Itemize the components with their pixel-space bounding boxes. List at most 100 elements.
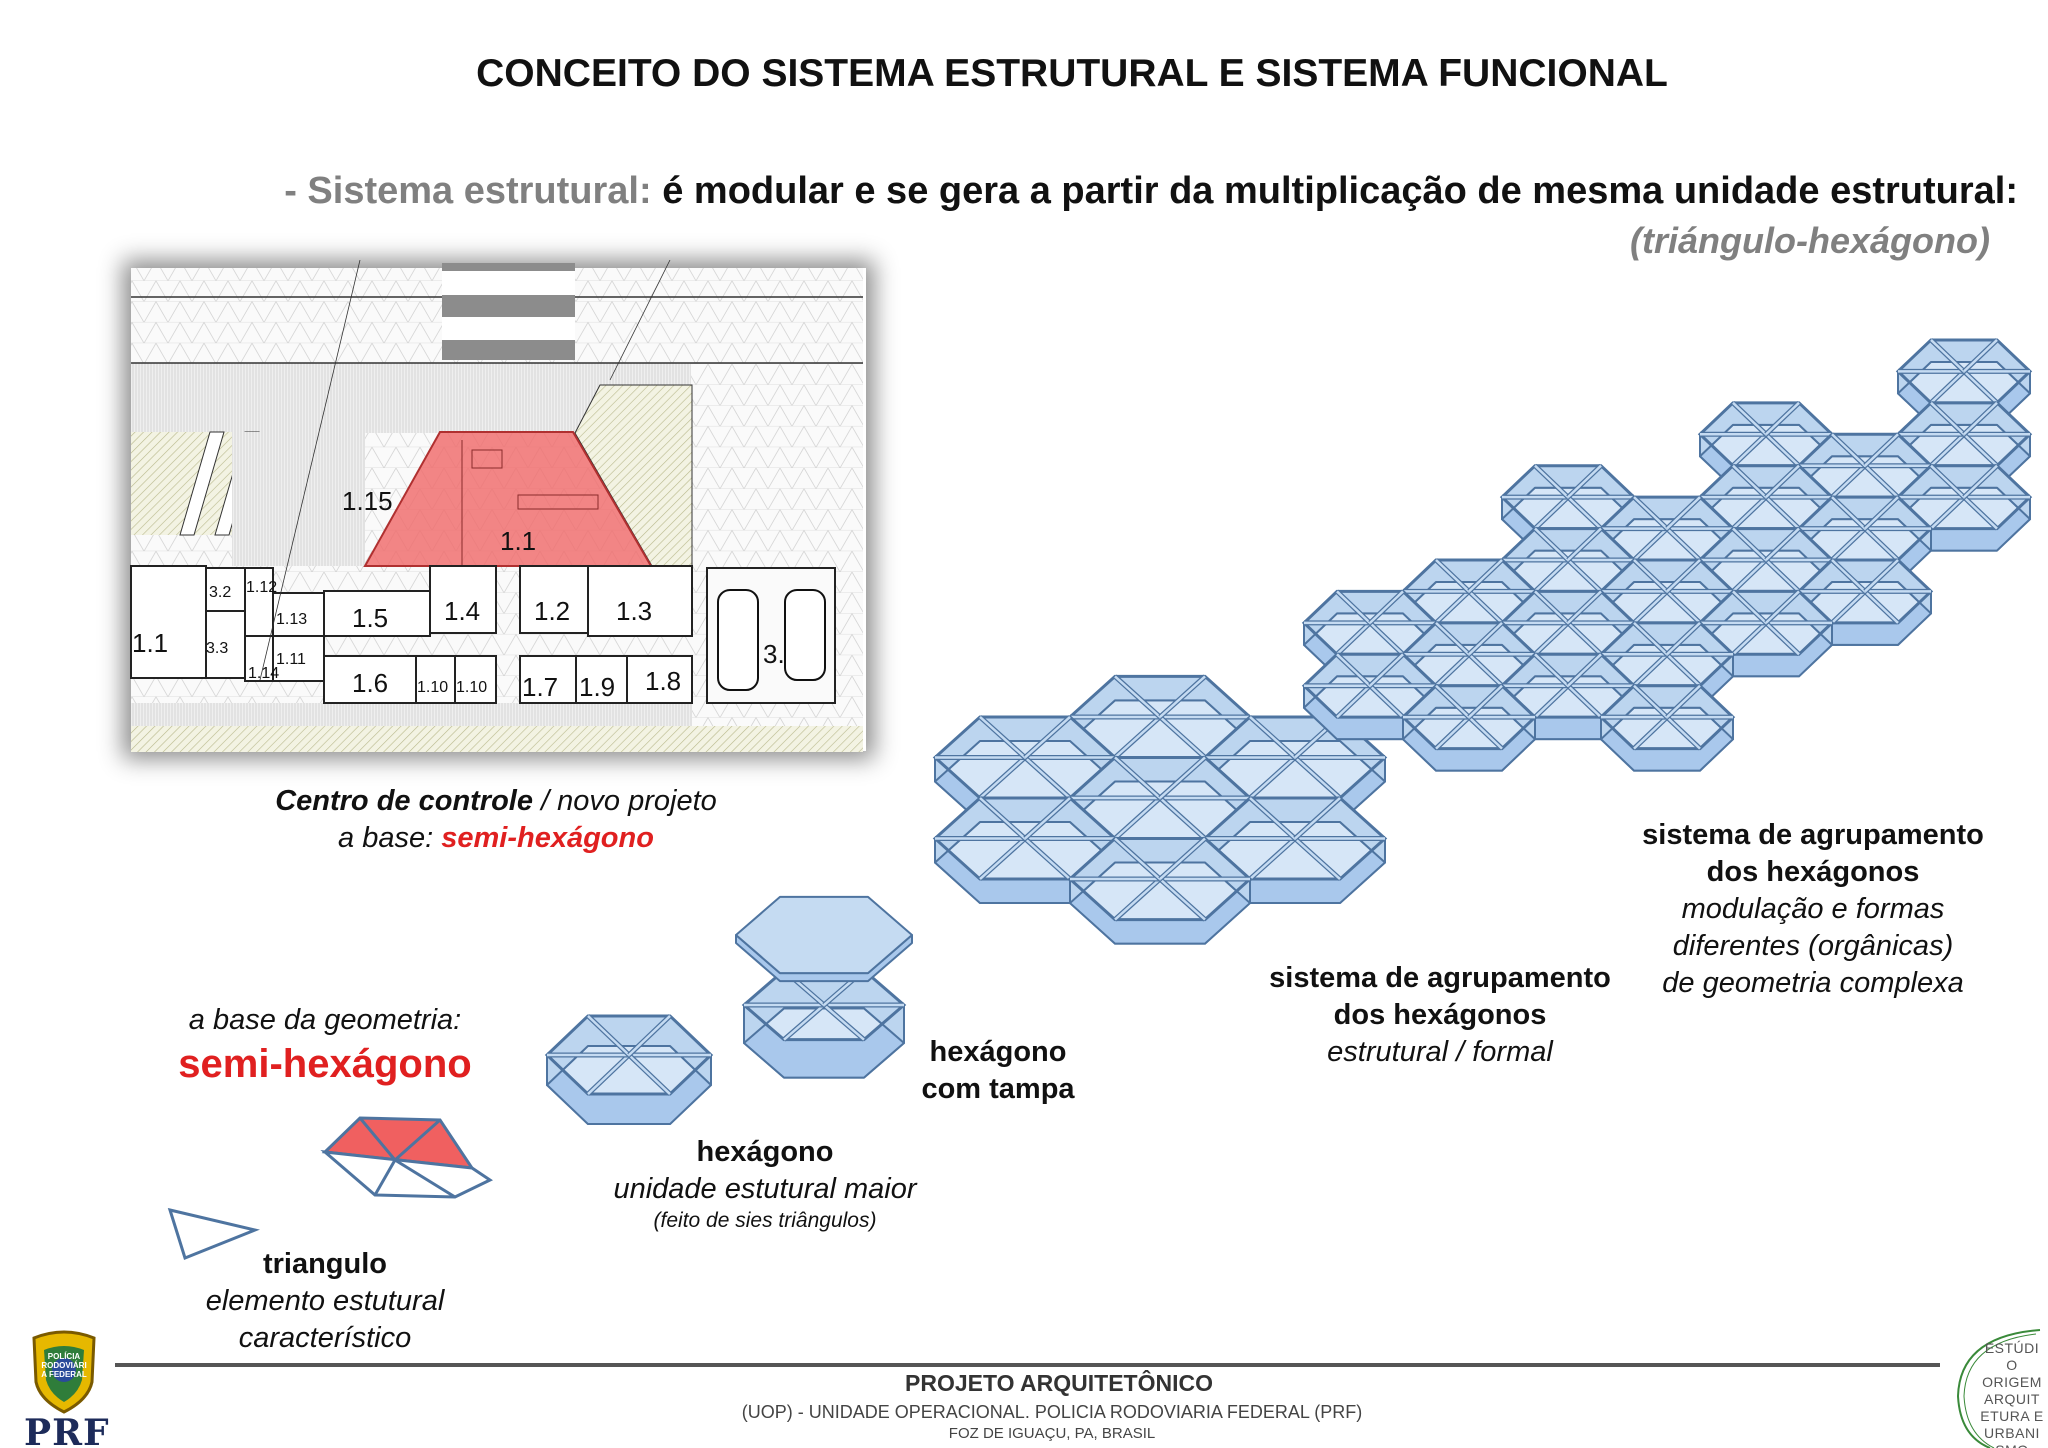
hexagon-lid-caption: hexágono com tampa xyxy=(921,1034,1074,1108)
cluster-line3: estrutural / formal xyxy=(1327,1036,1553,1068)
room-label: 1.15 xyxy=(342,486,393,516)
hexagon-spoke xyxy=(1294,756,1341,799)
hexagon-line2: (feito de sies triângulos) xyxy=(653,1209,877,1232)
hexagon-spoke xyxy=(1765,433,1800,467)
hexagon-spoke xyxy=(1831,527,1866,561)
car-icon xyxy=(717,589,759,691)
hexagon-lid xyxy=(735,895,913,975)
hexagon-spoke xyxy=(1159,716,1206,759)
hexagon-line1: unidade estutural maior xyxy=(613,1173,917,1205)
hexagon-spoke xyxy=(1831,590,1866,624)
room-label: 1.5 xyxy=(352,603,388,633)
geometry-base-value: semi-hexágono xyxy=(178,1042,472,1086)
hexagon-spoke xyxy=(1114,797,1161,840)
hexagon-spoke xyxy=(979,797,1026,840)
hexagon-spoke xyxy=(1369,653,1404,687)
hexagon-spoke xyxy=(1666,496,1701,530)
hexagon-title: hexágono xyxy=(696,1136,834,1168)
hexagon-spoke xyxy=(1633,559,1668,593)
hexagon-spoke xyxy=(1930,433,1965,467)
hexagon-spoke xyxy=(1567,684,1602,719)
hexagon-spoke xyxy=(979,756,1026,799)
hexagon-spoke xyxy=(1732,464,1767,499)
cluster-line2: dos hexágonos xyxy=(1333,999,1547,1031)
hexagon-spoke xyxy=(1666,621,1701,656)
cluster-large-caption: sistema de agrupamento dos hexágonos mod… xyxy=(1642,817,1984,1002)
hexagon-caption: hexágono unidade estutural maior (feito … xyxy=(613,1134,916,1234)
hexagon-spoke xyxy=(1249,756,1296,799)
plan-caption-2: a base: semi-hexágono xyxy=(338,820,654,857)
hexagon-spoke xyxy=(1369,684,1404,719)
hexagon-spoke xyxy=(1114,756,1161,799)
hexagon-spoke xyxy=(1930,401,1965,436)
floor-plan: 1.1 1.15 1.1 3.2 1.12 1.13 1.5 1.4 1.2 1… xyxy=(130,260,863,752)
origem-logo: ESTÚDIO ORIGEM ARQUITETURA E URBANISMO xyxy=(1950,1326,2048,1448)
hexagon-lid xyxy=(735,895,913,983)
hexagon-spoke xyxy=(1114,675,1161,718)
triangle-icon xyxy=(167,1207,260,1260)
hexagon-spoke xyxy=(1159,797,1206,840)
hexagon-spoke xyxy=(1666,527,1701,561)
hexagon-spoke xyxy=(1765,621,1800,656)
hexagon-spoke xyxy=(1567,590,1602,624)
hexagon-spoke xyxy=(1732,527,1767,561)
hexagon-spoke xyxy=(1831,464,1866,499)
hexagon-spoke xyxy=(1963,370,1998,404)
hexagon-spoke xyxy=(1567,464,1602,499)
room-label: 1.10 xyxy=(417,679,448,696)
hexagon-spoke xyxy=(1114,878,1161,921)
hexagon-spoke xyxy=(1732,401,1767,436)
room-label: 1.1 xyxy=(500,526,536,556)
hexagon-spoke xyxy=(1633,590,1668,624)
cluster-large-line1: sistema de agrupamento xyxy=(1642,819,1984,851)
geometry-base-label: a base da geometria: xyxy=(188,1004,462,1036)
hexagon-spoke xyxy=(1369,590,1404,624)
cluster-caption: sistema de agrupamento dos hexágonos est… xyxy=(1269,960,1611,1071)
footer-title: PROJETO ARQUITETÔNICO xyxy=(905,1370,1213,1396)
hexagon-spoke xyxy=(1534,621,1569,656)
hexagon-spoke xyxy=(1435,559,1470,593)
hexagon-spoke xyxy=(1864,527,1899,561)
room-label: 1.11 xyxy=(276,651,306,668)
hexagon-spoke xyxy=(1024,837,1071,880)
hexagon-spoke xyxy=(1468,716,1503,750)
hexagon-spoke xyxy=(1666,590,1701,624)
triangle-line2: característico xyxy=(238,1322,412,1354)
caption2-red: semi-hexágono xyxy=(441,822,654,854)
hexagon-unit xyxy=(544,1014,714,1126)
hexagon-spoke xyxy=(1732,621,1767,656)
hexagon-spoke xyxy=(1666,559,1701,593)
hexagon-spoke xyxy=(1468,684,1503,719)
hexagon-spoke xyxy=(628,1015,671,1056)
hexagon-spoke xyxy=(1831,496,1866,530)
hexagon-spoke xyxy=(1831,559,1866,593)
hexagon-spoke xyxy=(1159,837,1206,880)
hexagon-spoke xyxy=(1468,590,1503,624)
hexagon-spoke xyxy=(1468,559,1503,593)
hexagon-spoke xyxy=(1963,401,1998,436)
hexagon-spoke xyxy=(628,1054,671,1095)
hexagon-spoke xyxy=(1024,756,1071,799)
rooms xyxy=(130,565,836,704)
room-label: 1.13 xyxy=(276,611,307,628)
hexagon-spoke xyxy=(1534,559,1569,593)
room-label: 1.7 xyxy=(522,672,558,702)
caption-bold: Centro de controle xyxy=(275,785,534,817)
origem-logo-text: ESTÚDIO ORIGEM ARQUITETURA E URBANISMO xyxy=(1980,1340,2044,1448)
room-label: 1.12 xyxy=(246,579,277,596)
hexagon-spoke xyxy=(1468,653,1503,687)
hexagon-spoke xyxy=(1567,621,1602,656)
hexagon-spoke xyxy=(1435,621,1470,656)
hexagon-spoke xyxy=(1633,527,1668,561)
hexagon-spoke xyxy=(1633,684,1668,719)
hexagon-spoke xyxy=(1633,621,1668,656)
room-label: 3. xyxy=(763,639,785,669)
subtitle-text: é modular e se gera a partir da multipli… xyxy=(651,170,2018,212)
hexagon-spoke xyxy=(979,716,1026,759)
hexagon-spoke xyxy=(1765,590,1800,624)
hexagon-spoke xyxy=(1732,559,1767,593)
hexagon-lid-line1: hexágono xyxy=(929,1036,1067,1068)
room-label: 1.4 xyxy=(444,596,480,626)
hexagon-spoke xyxy=(1534,464,1569,499)
